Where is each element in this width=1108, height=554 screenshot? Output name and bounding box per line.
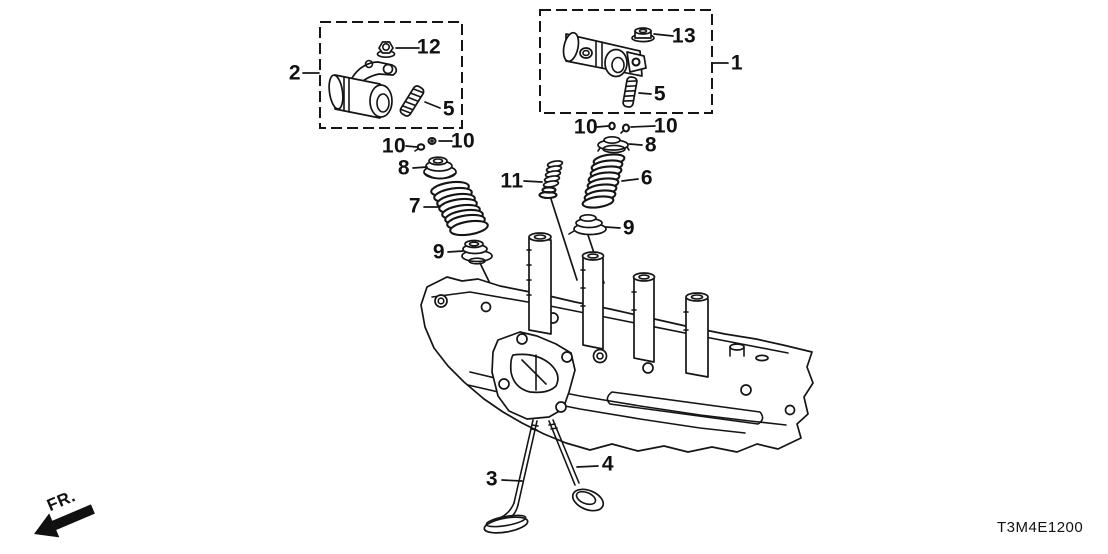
leader-line-5a bbox=[424, 101, 441, 109]
leader-line-9a bbox=[447, 250, 464, 253]
leader-line-4 bbox=[576, 465, 599, 468]
valve-spring-6 bbox=[581, 153, 626, 209]
spring-retainer-8b bbox=[597, 135, 630, 154]
front-direction-arrow-icon bbox=[34, 504, 95, 538]
callout-10d[interactable]: 10 bbox=[653, 114, 679, 138]
callout-10a[interactable]: 10 bbox=[381, 134, 407, 158]
rocker-arm-assembly-2 bbox=[328, 59, 398, 119]
spring-seat-9a bbox=[461, 239, 493, 265]
callout-10b[interactable]: 10 bbox=[450, 129, 476, 153]
rocker-arm-assembly-1 bbox=[562, 31, 647, 78]
tube-hatch bbox=[526, 249, 689, 331]
adjusting-screw-5a bbox=[399, 85, 425, 117]
intake-valve-3 bbox=[483, 419, 539, 534]
callout-10c[interactable]: 10 bbox=[573, 115, 599, 139]
spring-retainer-8a bbox=[423, 156, 457, 180]
leader-line-8b bbox=[628, 143, 643, 146]
leader-line-3 bbox=[501, 479, 523, 482]
subassembly-box-1 bbox=[539, 9, 713, 114]
callout-leader-lines bbox=[302, 33, 729, 482]
callout-5b[interactable]: 5 bbox=[653, 82, 667, 106]
cylinder-head bbox=[420, 232, 814, 453]
leader-line-13 bbox=[653, 33, 674, 37]
leader-line-5b bbox=[638, 92, 652, 95]
valve-spring-7 bbox=[430, 180, 489, 237]
callout-9a[interactable]: 9 bbox=[432, 240, 446, 264]
callout-4[interactable]: 4 bbox=[601, 452, 615, 476]
diagram-code: T3M4E1200 bbox=[997, 519, 1084, 536]
leader-line-10d bbox=[630, 125, 656, 128]
spring-seat-9b bbox=[568, 213, 607, 236]
flange-nut-13 bbox=[631, 27, 655, 43]
valve-cotters-left bbox=[414, 136, 437, 152]
subassembly-box-2 bbox=[319, 21, 463, 129]
callout-11[interactable]: 11 bbox=[500, 169, 524, 193]
callout-13[interactable]: 13 bbox=[671, 24, 697, 48]
adjusting-screw-5b bbox=[622, 76, 638, 108]
leader-line-9b bbox=[605, 226, 621, 229]
leader-line-6 bbox=[621, 178, 639, 182]
callout-9b[interactable]: 9 bbox=[622, 216, 636, 240]
leader-line-8a bbox=[412, 166, 428, 169]
valve-stem-seal-11 bbox=[538, 160, 564, 200]
valve-cotters-right bbox=[608, 121, 631, 134]
callout-12[interactable]: 12 bbox=[416, 35, 442, 59]
callout-7[interactable]: 7 bbox=[408, 194, 422, 218]
callout-6[interactable]: 6 bbox=[640, 166, 654, 190]
callout-5a[interactable]: 5 bbox=[442, 97, 456, 121]
leader-line-10a bbox=[405, 145, 418, 148]
leader-line-11 bbox=[523, 180, 543, 183]
callout-3[interactable]: 3 bbox=[485, 467, 499, 491]
locknut-12 bbox=[376, 41, 396, 59]
exhaust-valve-4 bbox=[548, 419, 605, 512]
leader-line-10c bbox=[596, 125, 609, 128]
callout-8a[interactable]: 8 bbox=[397, 156, 411, 180]
callout-1[interactable]: 1 bbox=[730, 51, 744, 75]
callout-8b[interactable]: 8 bbox=[644, 133, 658, 157]
callout-2[interactable]: 2 bbox=[288, 61, 302, 85]
